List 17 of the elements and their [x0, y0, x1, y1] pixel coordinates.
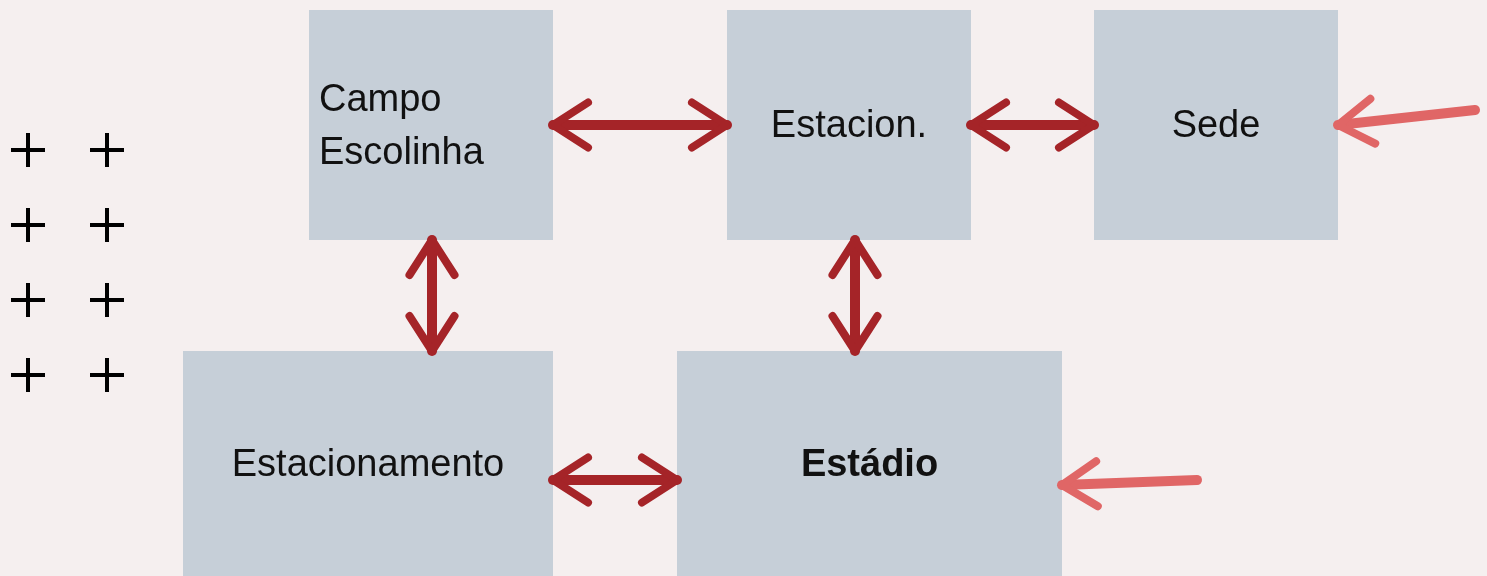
box-label: Estádio	[800, 440, 939, 486]
arrow	[548, 453, 682, 507]
box-label: Campo Escolinha	[319, 75, 485, 174]
arrow	[548, 98, 732, 152]
box-label: Estacionamento	[231, 440, 505, 486]
arrow	[405, 235, 459, 356]
box-label: Sede	[1171, 102, 1261, 148]
box-label: Estacion.	[770, 102, 928, 148]
arrow	[1057, 457, 1202, 511]
process-box	[1094, 10, 1338, 240]
process-box	[183, 351, 553, 576]
arrow	[1333, 94, 1480, 148]
arrow	[828, 235, 882, 356]
process-box	[309, 10, 553, 240]
arrow	[966, 98, 1099, 152]
process-box	[677, 351, 1062, 576]
process-box	[727, 10, 971, 240]
